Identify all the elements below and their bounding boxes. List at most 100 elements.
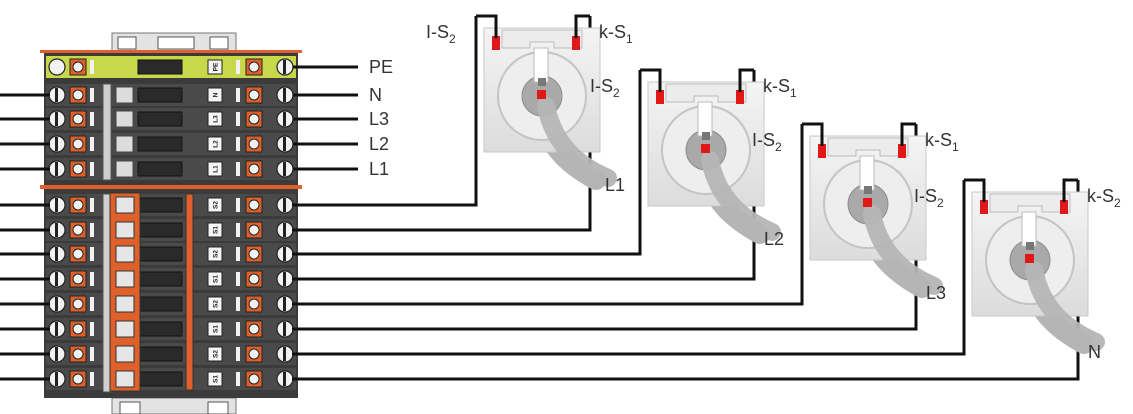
label-k-s-sub: 1 bbox=[952, 140, 959, 154]
terminal-center-box bbox=[137, 271, 183, 287]
clamp-left-screw bbox=[72, 61, 84, 73]
label-i-s-main: I-S bbox=[752, 130, 775, 150]
terminal-row-meas: S1 bbox=[46, 368, 296, 390]
release-slot bbox=[90, 272, 94, 286]
marker-label: S1 bbox=[213, 226, 220, 234]
screw-slot bbox=[283, 88, 286, 102]
clamp-right-screw bbox=[248, 113, 260, 125]
marker-plate bbox=[207, 87, 223, 103]
bus-label-l3: L3 bbox=[369, 109, 389, 129]
label-i-s-sub: 2 bbox=[449, 32, 456, 46]
terminal-marker-left bbox=[492, 36, 500, 50]
stem-tip bbox=[1026, 242, 1034, 250]
release-slot bbox=[90, 162, 94, 176]
stem-tip bbox=[864, 186, 872, 194]
lead-ks1 bbox=[1062, 178, 1078, 202]
clamp-right-screw bbox=[248, 248, 260, 260]
release-slot-right bbox=[236, 223, 240, 237]
terminal-center-box bbox=[137, 197, 183, 213]
conductor-label: L1 bbox=[605, 175, 625, 195]
disconnect-link-window bbox=[115, 196, 135, 214]
label-i-s-main: I-S bbox=[590, 76, 613, 96]
jumper-bar bbox=[185, 193, 194, 391]
conductor-label: N bbox=[1088, 342, 1101, 362]
clamp-right-screw bbox=[248, 298, 260, 310]
marker-plate bbox=[207, 197, 223, 213]
release-slot bbox=[90, 347, 94, 361]
stem-tip bbox=[702, 132, 710, 140]
release-slot bbox=[90, 88, 94, 102]
marker-label: S1 bbox=[213, 325, 220, 333]
conductor-cable-front bbox=[863, 205, 943, 295]
lead-ks1 bbox=[900, 122, 916, 146]
screw-slot bbox=[55, 223, 58, 237]
release-slot-right bbox=[236, 322, 240, 336]
disconnect-link-window bbox=[115, 320, 135, 338]
screw-slot bbox=[283, 372, 286, 386]
din-clip-bottom bbox=[111, 397, 237, 414]
marker-plate bbox=[207, 321, 223, 337]
separator-top bbox=[40, 50, 302, 53]
marker-label: S1 bbox=[213, 375, 220, 383]
clamp-right-screw bbox=[248, 199, 260, 211]
release-slot-right bbox=[236, 162, 240, 176]
screw-slot bbox=[283, 247, 286, 261]
terminal-marker-left bbox=[980, 200, 988, 214]
stem-tip bbox=[538, 78, 546, 86]
marker-label: PE bbox=[213, 62, 220, 71]
screw-slot bbox=[283, 60, 286, 74]
transformer-cap bbox=[827, 137, 909, 157]
center-marker bbox=[863, 198, 872, 207]
label-k-s: k-S1 bbox=[599, 22, 633, 46]
marker-plate bbox=[207, 371, 223, 387]
conductor-cable-front bbox=[537, 97, 617, 187]
screw-slot bbox=[55, 347, 58, 361]
label-k-s-main: k-S bbox=[925, 130, 952, 150]
lead-ks1 bbox=[574, 14, 590, 38]
terminal-marker-left bbox=[818, 144, 826, 158]
terminal-row-pe: PE bbox=[46, 56, 296, 78]
clamp-left-screw bbox=[72, 273, 84, 285]
label-i-s-sub: 2 bbox=[613, 86, 620, 100]
conductor-label: L2 bbox=[764, 229, 784, 249]
screw-slot bbox=[55, 137, 58, 151]
release-slot bbox=[90, 198, 94, 212]
clamp-left-screw bbox=[72, 89, 84, 101]
din-clip-top bbox=[111, 32, 237, 54]
terminal-row-bus: L1 bbox=[46, 158, 296, 180]
label-i-s-main: I-S bbox=[426, 22, 449, 42]
terminal-center-box bbox=[137, 346, 183, 362]
marker-label: S2 bbox=[213, 350, 220, 358]
label-k-s-sub: 1 bbox=[790, 86, 797, 100]
terminal-row-bus: L2 bbox=[46, 133, 296, 155]
test-button bbox=[115, 160, 134, 178]
release-slot bbox=[90, 112, 94, 126]
clamp-left-screw bbox=[72, 224, 84, 236]
screw-slot bbox=[283, 162, 286, 176]
screw-slot bbox=[283, 297, 286, 311]
terminal-row-bus: N bbox=[46, 84, 296, 106]
signal-wire-s2 bbox=[292, 70, 642, 256]
clamp-right-screw bbox=[248, 373, 260, 385]
marker-label: S2 bbox=[213, 250, 220, 258]
terminal-row-meas: S2 bbox=[46, 293, 296, 315]
screw-slot bbox=[283, 137, 286, 151]
terminal-center-box bbox=[137, 136, 183, 152]
clamp-left-screw bbox=[72, 373, 84, 385]
terminal-marker-left bbox=[656, 90, 664, 104]
terminal-center-box bbox=[137, 87, 183, 103]
signal-wire-s2 bbox=[292, 124, 804, 306]
bus-label-pe: PE bbox=[369, 57, 393, 77]
marker-label: S1 bbox=[213, 275, 220, 283]
disconnect-link-window bbox=[115, 221, 135, 239]
label-k-s-sub: 1 bbox=[626, 32, 633, 46]
terminal-row-meas: S1 bbox=[46, 268, 296, 290]
marker-plate bbox=[207, 136, 223, 152]
marker-plate bbox=[207, 111, 223, 127]
